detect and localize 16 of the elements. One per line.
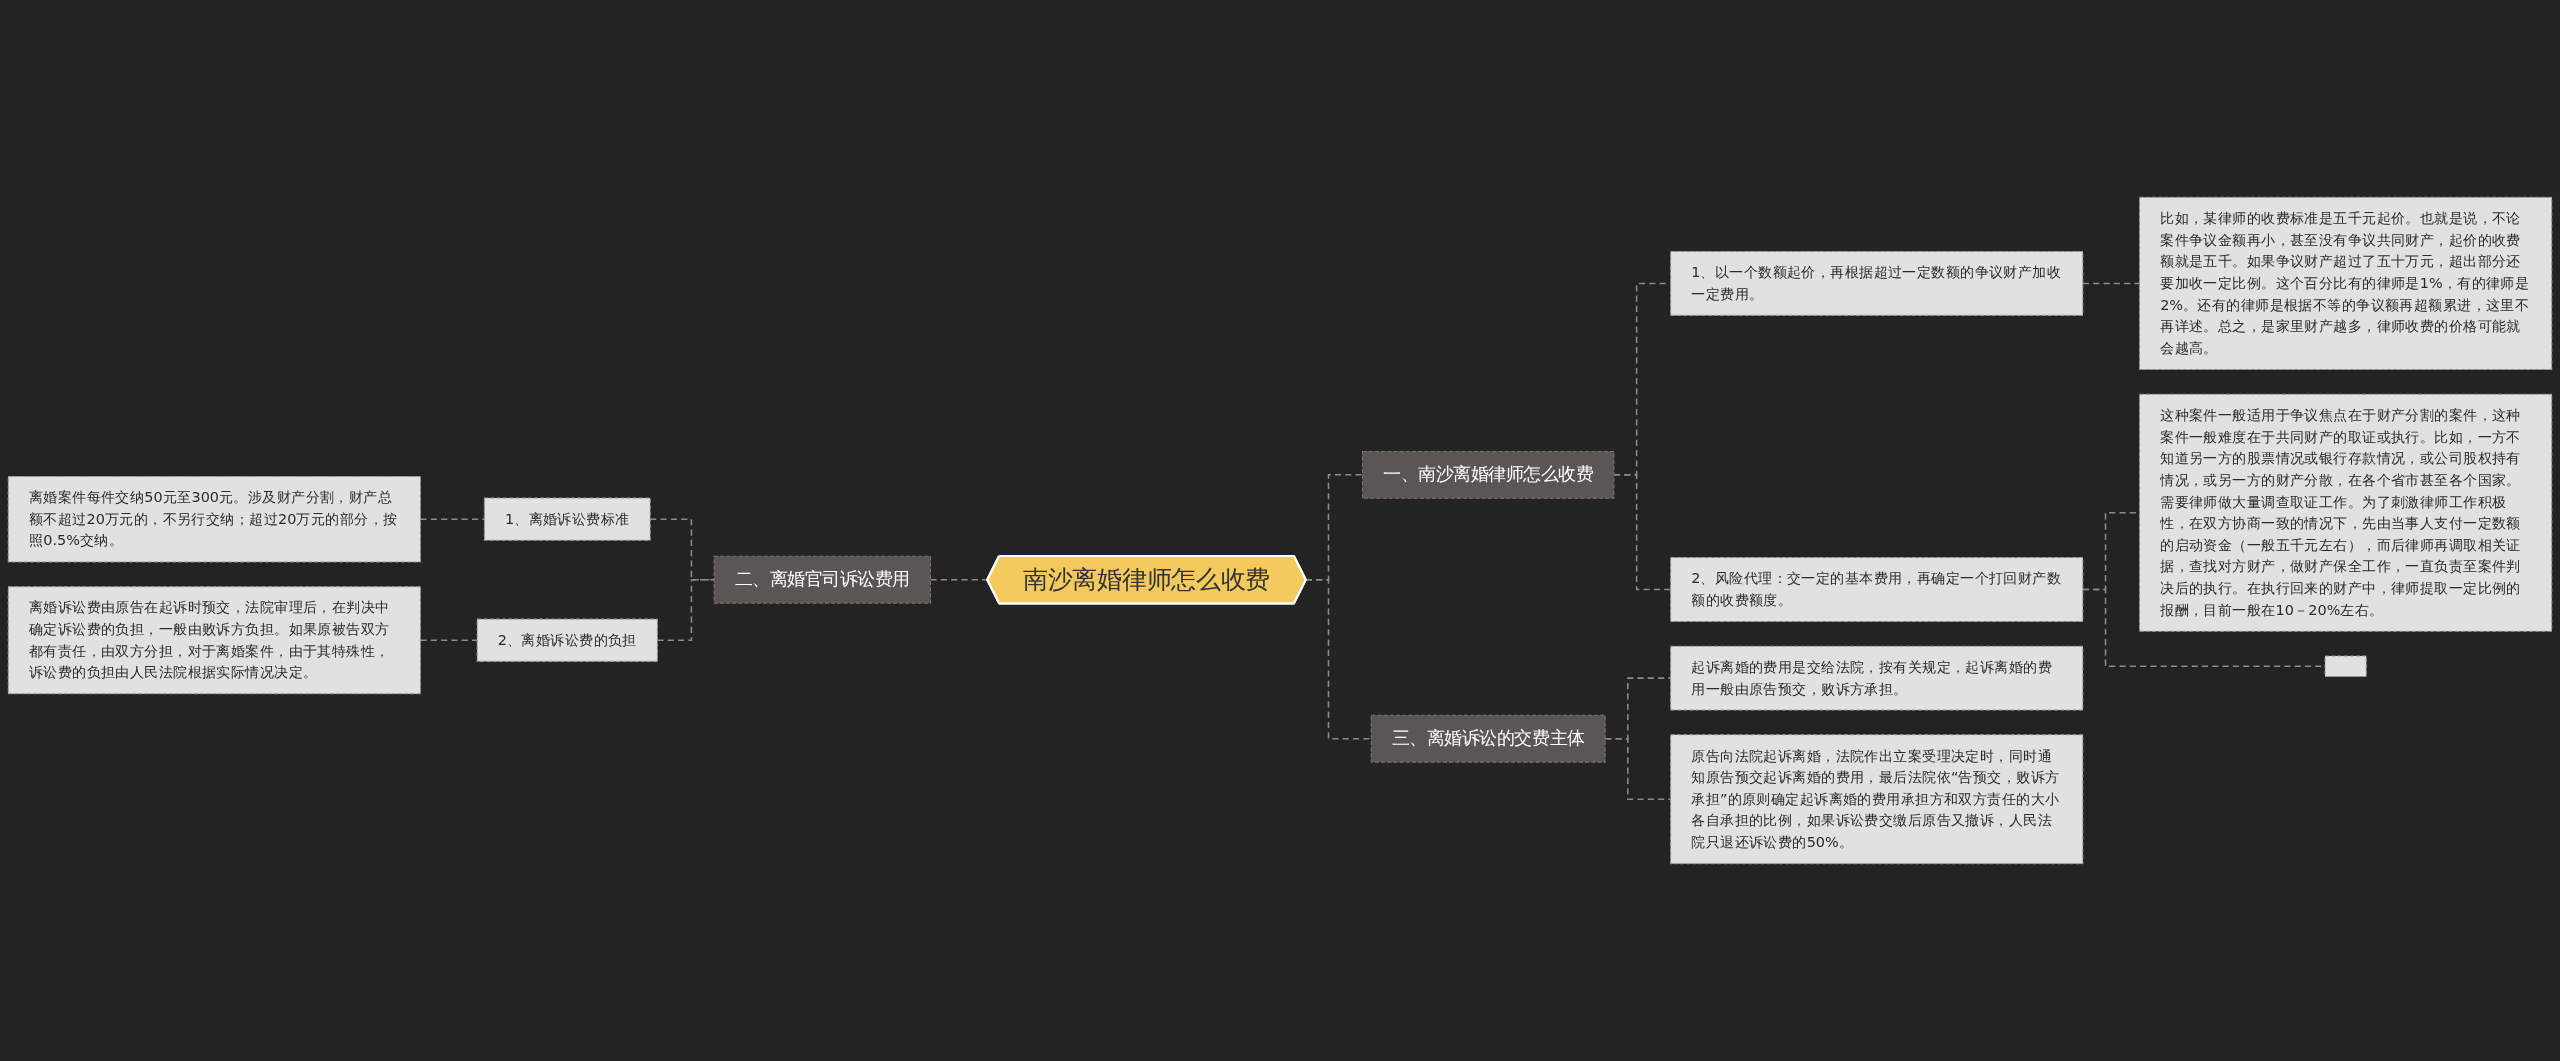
node-box: 2、风险代理：交一定的基本费用，再确定一个打回财产数额的收费额度。 [1670, 557, 2084, 622]
node-box: 二、离婚官司诉讼费用 [713, 555, 932, 604]
node-box: 1、以一个数额起价，再根据超过一定数额的争议财产加收一定费用。 [1670, 250, 2084, 316]
node-box: 这种案件一般适用于争议焦点在于财产分割的案件，这种案件一般难度在于共同财产的取证或执行。比如，一方不知道另一方的股票情况或银行存款情况，或公司股权持有情况，或另一方的财产分散，在各个省市甚至各个国家。需要律师做大量调查取证工作。为了刺激律师工作积极性，在双方协商一致的情况下，先由当事人支付一定数额的启动资金（一般五千元左右），而后律师再调取相关证据，查找对方财产，做财产保全工作，一直负责至案件判决后的执行。在执行回来的财产中，律师提取一定比例的报酬，目前一般在10－20%左右。 [2139, 393, 2553, 632]
node-box: 起诉离婚的费用是交给法院，按有关规定，起诉离婚的费用一般由原告预交，败诉方承担。 [1670, 645, 2084, 711]
node-box: 离婚案件每件交纳50元至300元。涉及财产分割，财产总额不超过20万元的，不另行交纳；超过20万元的部分，按照0.5%交纳。 [7, 475, 421, 563]
node-box [2324, 655, 2367, 678]
node-box: 1、离婚诉讼费标准 [483, 497, 651, 541]
node-box: 三、离婚诉讼的交费主体 [1370, 714, 1606, 763]
connector [1604, 737, 1672, 800]
node-box: 离婚诉讼费由原告在起诉时预交，法院审理后，在判决中确定诉讼费的负担，一般由败诉方负担。如果原被告双方都有责任，由双方分担，对于离婚案件，由于其特殊性，诉讼费的负担由人民法院根据实际情况决定。 [7, 586, 421, 695]
node-box: 一、南沙离婚律师怎么收费 [1361, 450, 1615, 499]
node-box: 比如，某律师的收费标准是五千元起价。也就是说，不论案件争议金额再小，甚至没有争议共同财产，起价的收费额就是五千。如果争议财产超过了五十万元，超出部分还要加收一定比例。这个百分比有的律师是1%，有的律师是2%。还有的律师是根据不等的争议额再超额累进，这里不再详述。总之，是家里财产越多，律师收费的价格可能就会越高。 [2139, 196, 2553, 370]
connector [419, 518, 486, 520]
node-box: 原告向法院起诉离婚，法院作出立案受理决定时，同时通知原告预交起诉离婚的费用，最后法院依“告预交，败诉方承担”的原则确定起诉离婚的费用承担方和双方责任的大小各自承担的比例，如果诉讼费交缴后原告又撤诉，人民法院只退还诉讼费的50%。 [1670, 734, 2084, 865]
node-box: 2、离婚诉讼费的负担 [476, 618, 658, 662]
